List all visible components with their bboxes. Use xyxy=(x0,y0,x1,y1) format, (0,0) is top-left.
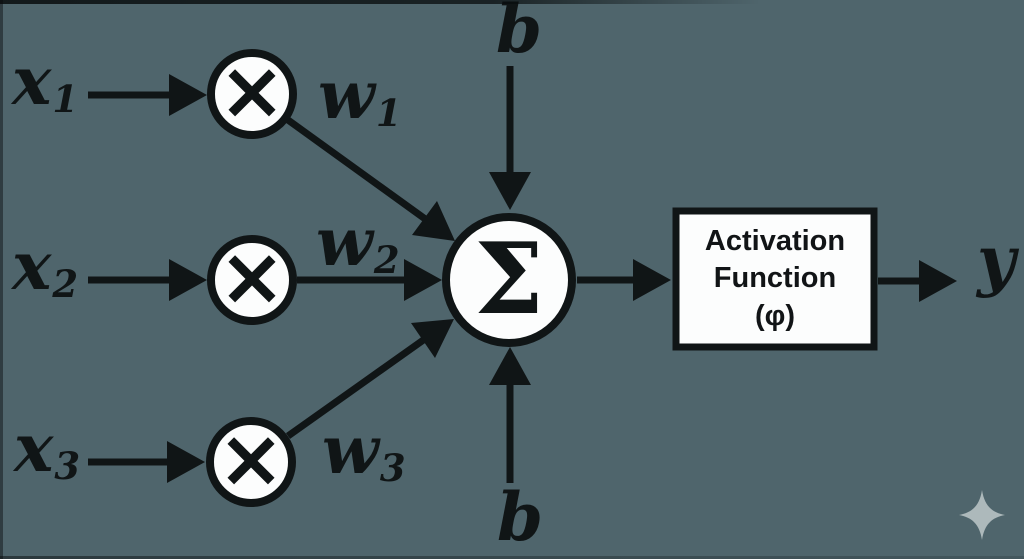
sum-sigma-symbol: Σ xyxy=(474,222,544,337)
arrow-bias-bottom-to-sum xyxy=(489,347,531,483)
arrow-x3-to-multiplier-3 xyxy=(88,441,205,483)
weight-label-w2: w2 xyxy=(316,203,400,283)
input-label-x2: x2 xyxy=(12,227,79,307)
output-label-y: y xyxy=(977,221,1016,299)
arrow-multiplier-3-to-sum xyxy=(285,319,454,439)
bias-label-top: b xyxy=(496,0,543,68)
arrow-multiplier-1-to-sum xyxy=(285,117,455,241)
arrows-group xyxy=(88,66,957,483)
input-label-x3: x3 xyxy=(14,409,81,489)
arrow-bias-top-to-sum xyxy=(489,66,531,210)
sparkle-icon xyxy=(959,490,1005,540)
multiplier-node-2 xyxy=(207,235,297,325)
multiplier-node-3 xyxy=(206,417,296,507)
arrow-x1-to-multiplier-1 xyxy=(88,74,207,116)
activation-function-label: Activation Function (φ) xyxy=(704,225,846,332)
arrow-multiplier-2-to-sum xyxy=(297,259,442,301)
multiplier-node-1 xyxy=(207,49,297,139)
activation-function-box xyxy=(672,207,878,351)
arrow-sum-to-activation xyxy=(577,259,671,301)
arrow-activation-to-output xyxy=(878,260,957,302)
frame-edge-left xyxy=(0,0,3,559)
multiply-icon: × xyxy=(218,230,286,323)
arrow-x2-to-multiplier-2 xyxy=(88,259,207,301)
weight-label-w1: w1 xyxy=(318,56,402,136)
multiply-icon: × xyxy=(217,412,285,505)
bias-label-bottom: b xyxy=(497,478,544,556)
weight-label-w3: w3 xyxy=(322,411,406,491)
frame-edge-bottom xyxy=(0,556,1024,559)
sum-node xyxy=(442,213,576,347)
multiply-icon: × xyxy=(218,44,286,137)
frame-edge-top xyxy=(0,0,760,4)
input-label-x1: x1 xyxy=(12,42,79,122)
